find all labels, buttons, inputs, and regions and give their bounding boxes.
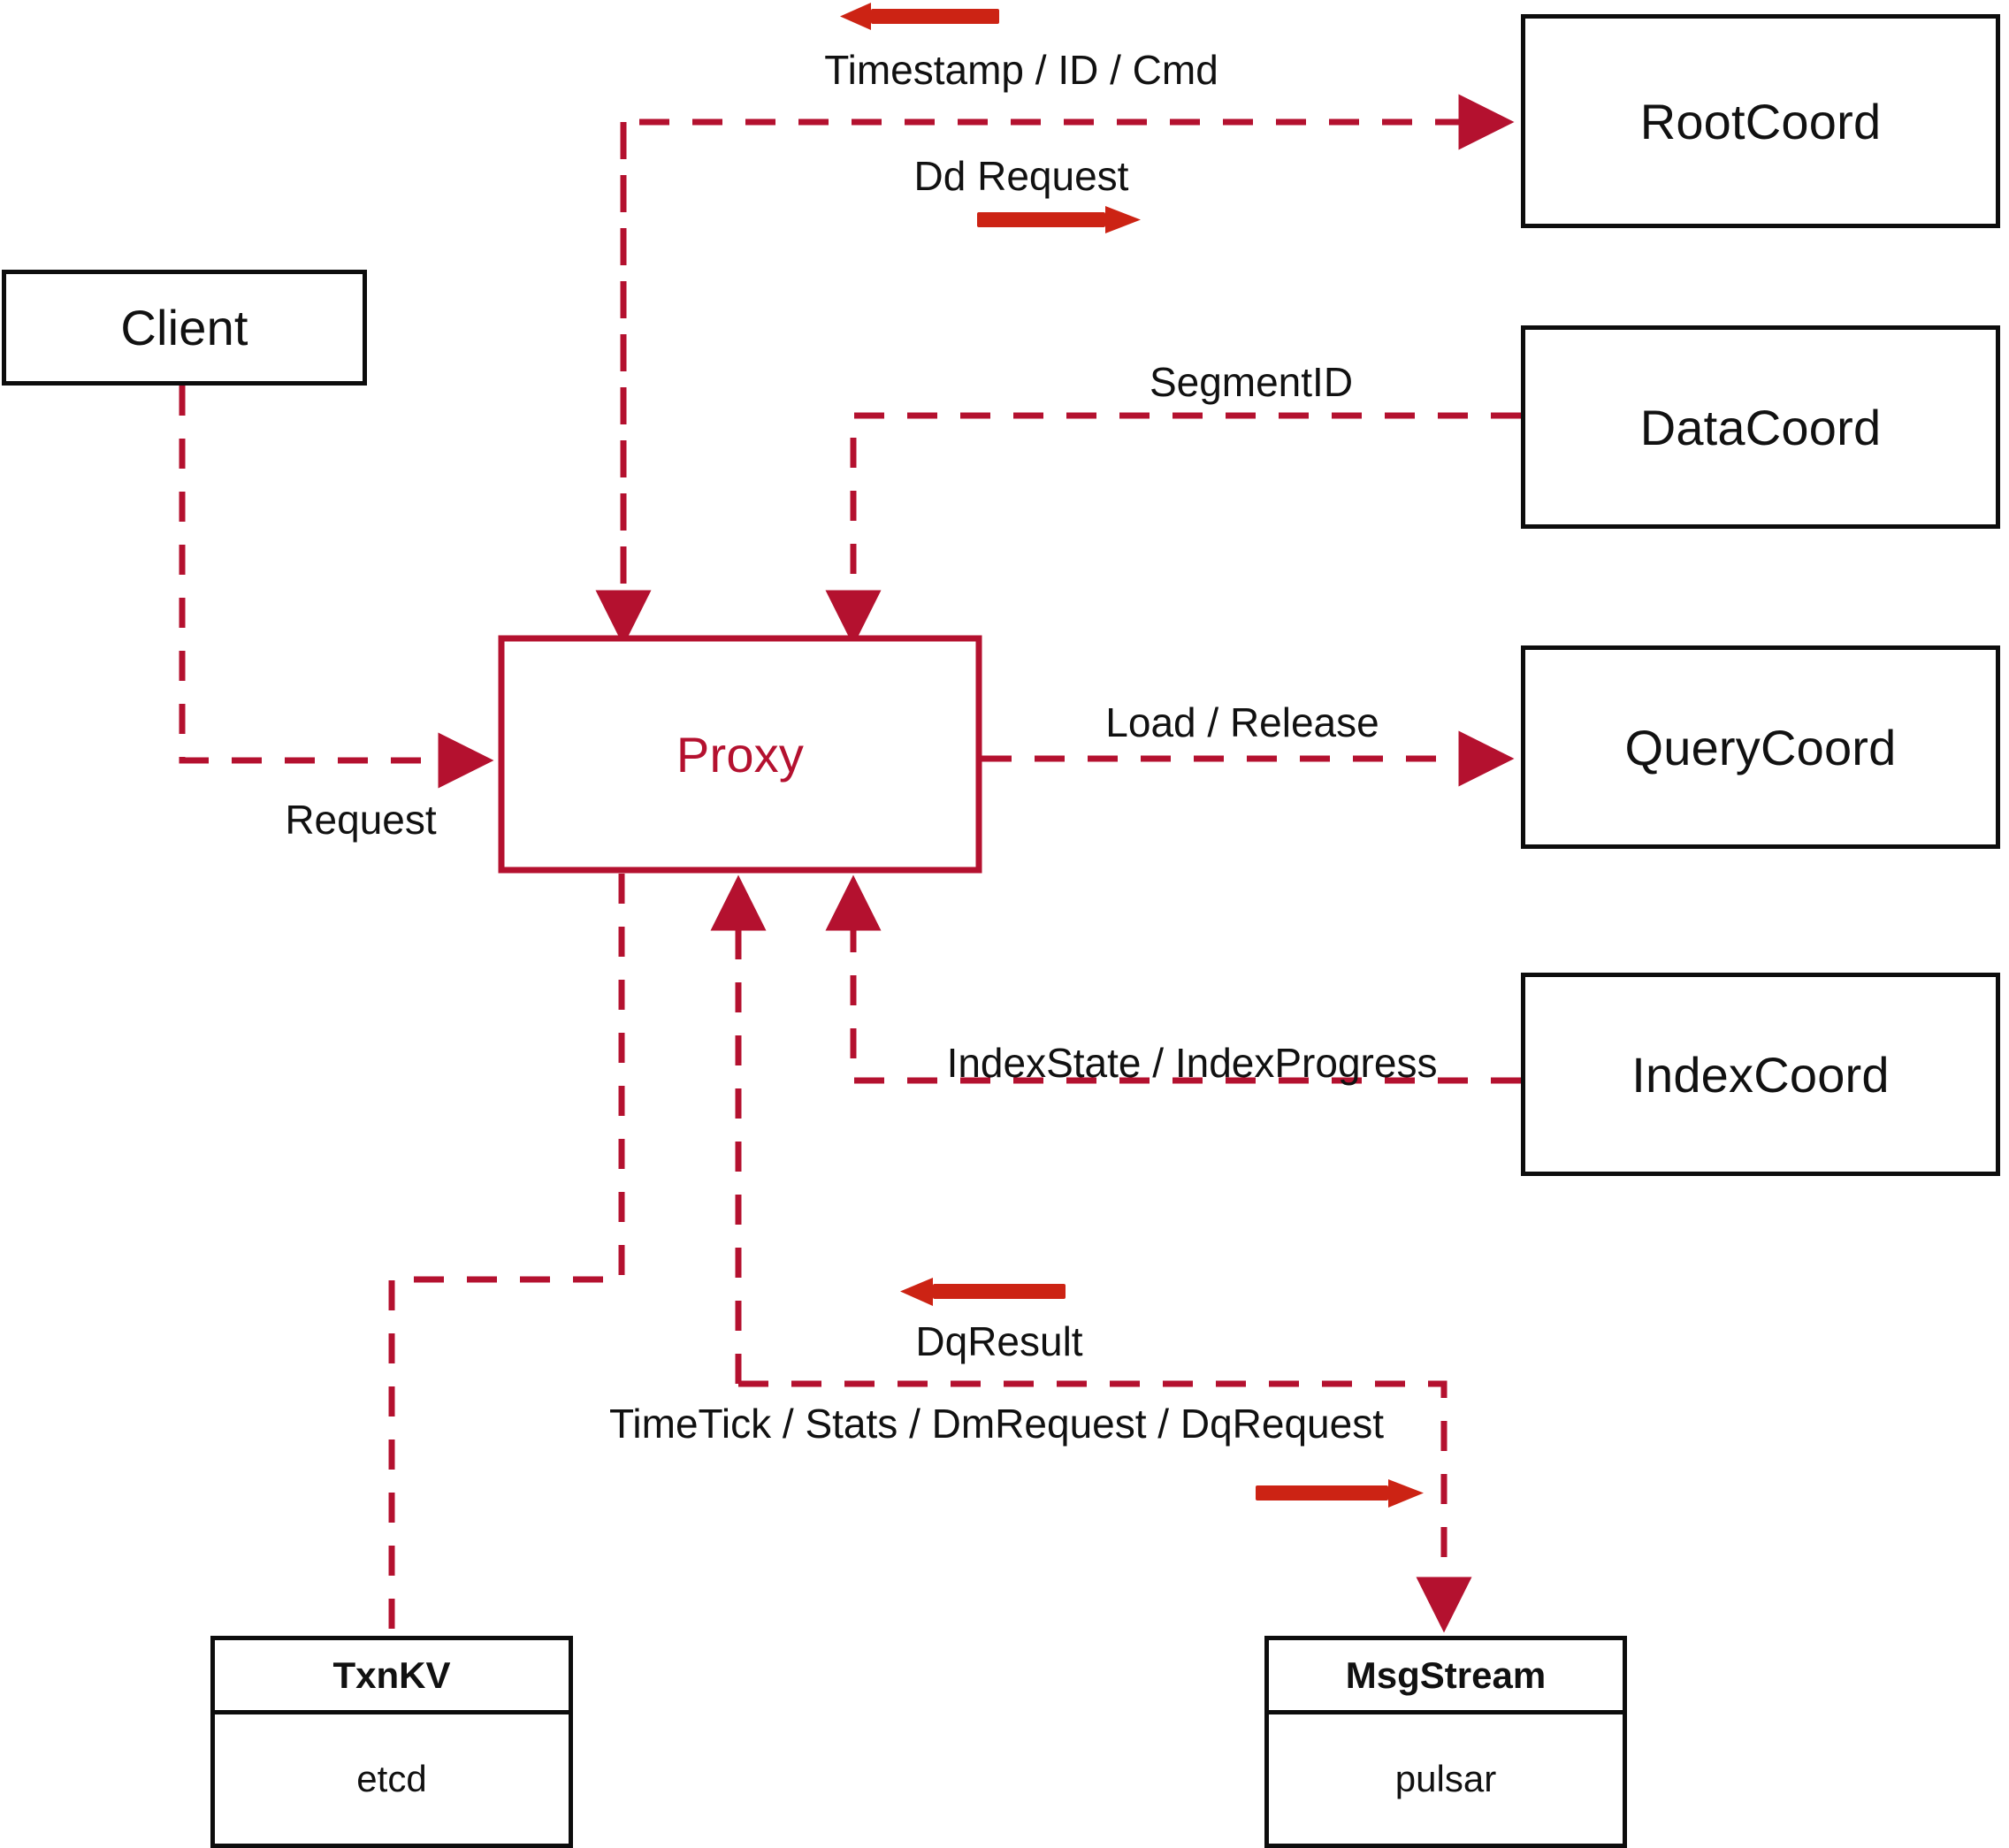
arrow-dqresult-left [900,1278,1066,1306]
node-rootcoord[interactable]: RootCoord [1521,14,2000,228]
node-proxy[interactable]: Proxy [501,638,979,870]
node-datacoord-label: DataCoord [1639,399,1882,455]
wire-client-to-proxy [179,386,494,789]
arrow-timetick-right [1256,1479,1424,1508]
edge-label-index-state-progress: IndexState / IndexProgress [946,1040,1438,1086]
node-proxy-label: Proxy [676,726,805,783]
node-msgstream-body: pulsar [1394,1758,1497,1799]
edge-label-dq-result: DqResult [915,1318,1083,1364]
proxy-border [498,635,982,874]
node-querycoord-label: QueryCoord [1624,719,1897,775]
node-txnkv-body: etcd [356,1758,427,1799]
wire-proxy-to-msgstream [738,1380,1472,1633]
wire-proxy-to-txnkv [388,874,625,1636]
arrow-dd-request-right [977,206,1141,233]
node-indexcoord-label: IndexCoord [1631,1046,1890,1103]
edge-label-timetick-stats: TimeTick / Stats / DmRequest / DqRequest [609,1401,1384,1447]
node-msgstream[interactable]: MsgStream pulsar [1264,1636,1627,1848]
edge-label-request: Request [285,797,437,843]
edge-label-timestamp-id-cmd: Timestamp / ID / Cmd [824,47,1218,93]
edge-label-segment-id: SegmentID [1149,359,1354,405]
edge-label-dd-request: Dd Request [913,153,1129,199]
node-txnkv-title: TxnKV [215,1640,569,1714]
annotation-arrows [840,3,1424,1508]
edge-label-load-release: Load / Release [1105,699,1379,745]
wire-datacoord-to-proxy [825,412,1521,646]
node-indexcoord[interactable]: IndexCoord [1521,973,2000,1176]
node-client[interactable]: Client [2,270,367,386]
node-querycoord[interactable]: QueryCoord [1521,645,2000,849]
arrow-timestamp-left [840,3,999,30]
node-rootcoord-label: RootCoord [1639,93,1882,149]
node-msgstream-title: MsgStream [1269,1640,1623,1714]
node-client-label: Client [120,300,248,355]
wire-indexcoord-to-proxy [825,874,1521,1084]
node-txnkv[interactable]: TxnKV etcd [210,1636,573,1848]
node-datacoord[interactable]: DataCoord [1521,325,2000,529]
